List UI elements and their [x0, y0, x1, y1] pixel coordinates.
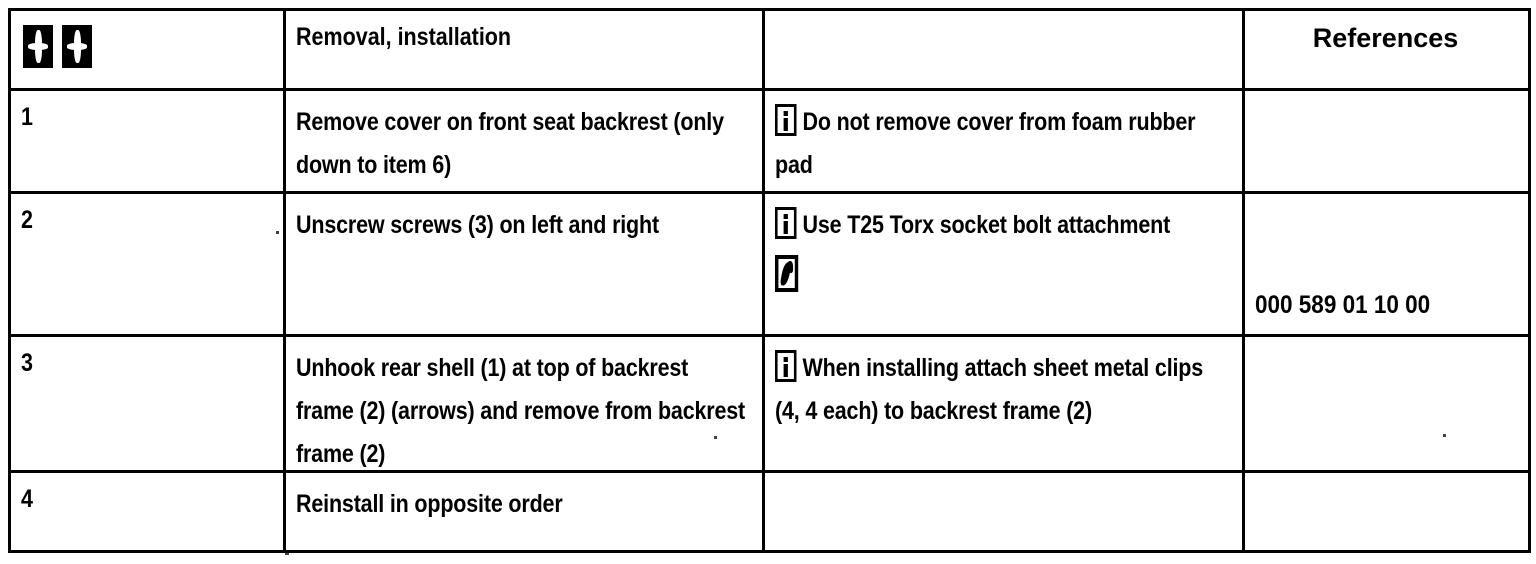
note-text: Do not remove cover from foam rubber pad — [775, 108, 1196, 179]
table-header-row: Removal, installation References — [8, 8, 1531, 91]
table-row: 4 Reinstall in opposite order — [8, 470, 1531, 553]
information-icon — [775, 350, 797, 382]
note-block: When installing attach sheet metal clips… — [775, 347, 1229, 433]
cell-step-number: 2 — [8, 191, 286, 337]
header-cell-notes — [762, 8, 1245, 91]
header-cell-symbols — [8, 8, 286, 91]
table-row: 2 Unscrew screws (3) on left and right U… — [8, 191, 1531, 337]
cell-work-description: Remove cover on front seat backrest (onl… — [283, 88, 765, 194]
header-cell-references: References — [1242, 8, 1531, 91]
header-pictogram-group — [21, 21, 271, 68]
step-number: 1 — [21, 103, 33, 131]
step-number: 3 — [21, 349, 33, 377]
cell-references — [1242, 88, 1531, 194]
cell-work-description: Reinstall in opposite order — [283, 470, 765, 553]
header-cell-work: Removal, installation — [283, 8, 765, 91]
cell-note: Use T25 Torx socket bolt attachment — [762, 191, 1245, 337]
work-text: Unscrew screws (3) on left and right — [296, 211, 659, 239]
step-number: 2 — [21, 206, 33, 234]
scan-speck — [1443, 434, 1446, 437]
cell-note: When installing attach sheet metal clips… — [762, 334, 1245, 473]
note-text: When installing attach sheet metal clips… — [775, 354, 1204, 425]
special-tool-icon — [775, 255, 799, 292]
cell-note: Do not remove cover from foam rubber pad — [762, 88, 1245, 194]
work-text: Reinstall in opposite order — [296, 490, 563, 518]
scan-speck — [276, 231, 279, 234]
cell-step-number: 4 — [8, 470, 286, 553]
reference-number: 000 589 01 10 00 — [1255, 291, 1431, 319]
procedure-table: Removal, installation References — [8, 8, 1531, 553]
note-block: Do not remove cover from foam rubber pad — [775, 101, 1229, 187]
cell-step-number: 1 — [8, 88, 286, 194]
column-header-references: References — [1312, 23, 1459, 53]
removal-installation-icon — [62, 25, 92, 68]
cell-references: 000 589 01 10 00 — [1242, 191, 1531, 337]
scan-speck — [714, 436, 717, 439]
step-number: 4 — [21, 485, 33, 513]
table-row: 1 Remove cover on front seat backrest (o… — [8, 88, 1531, 194]
cell-work-description: Unhook rear shell (1) at top of backrest… — [283, 334, 765, 473]
note-block: Use T25 Torx socket bolt attachment — [775, 204, 1229, 298]
table-row: 3 Unhook rear shell (1) at top of backre… — [8, 334, 1531, 473]
cell-references — [1242, 470, 1531, 553]
work-text: Unhook rear shell (1) at top of backrest… — [296, 354, 746, 468]
information-icon — [775, 104, 797, 136]
cell-step-number: 3 — [8, 334, 286, 473]
removal-installation-icon — [23, 25, 53, 68]
scan-speck — [285, 553, 289, 555]
column-header-removal-installation: Removal, installation — [296, 23, 512, 51]
cell-note — [762, 470, 1245, 553]
note-text: Use T25 Torx socket bolt attachment — [802, 211, 1171, 239]
information-icon — [775, 207, 797, 239]
cell-work-description: Unscrew screws (3) on left and right — [283, 191, 765, 337]
work-text: Remove cover on front seat backrest (onl… — [296, 108, 724, 179]
cell-references — [1242, 334, 1531, 473]
